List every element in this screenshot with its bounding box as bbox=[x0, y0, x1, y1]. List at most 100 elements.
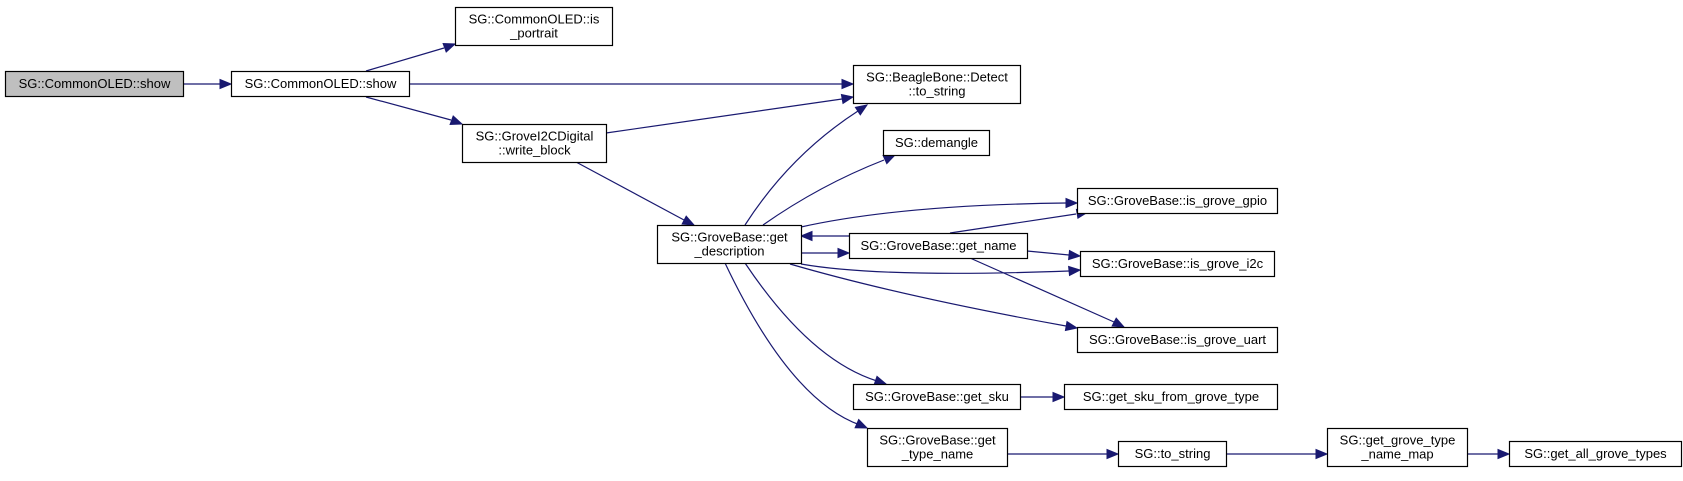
nodes-layer: SG::CommonOLED::show SG::CommonOLED::show… bbox=[4, 6, 1683, 468]
node-to-string[interactable]: SG::to_string bbox=[1117, 440, 1228, 468]
edge-show-to-detect-to-string bbox=[409, 78, 855, 90]
edge-show-to-write-block bbox=[365, 96, 464, 126]
node-label: SG::GroveI2CDigital bbox=[476, 129, 594, 144]
edge-line bbox=[762, 159, 885, 226]
node-label: SG::GroveBase::is_grove_i2c bbox=[1092, 256, 1264, 271]
edge-get-name-to-is-grove-uart bbox=[969, 257, 1126, 328]
node-box[interactable] bbox=[1076, 326, 1279, 354]
arrowhead-icon bbox=[1497, 448, 1511, 460]
node-label: _portrait bbox=[509, 26, 558, 41]
node-box[interactable] bbox=[1063, 383, 1279, 411]
node-box[interactable] bbox=[882, 129, 991, 157]
node-box[interactable] bbox=[1326, 427, 1469, 468]
arrowhead-icon bbox=[442, 42, 457, 53]
edge-line bbox=[365, 96, 452, 121]
arrowhead-icon bbox=[882, 154, 897, 165]
node-get-name[interactable]: SG::GroveBase::get_name bbox=[848, 232, 1029, 260]
node-label: SG::CommonOLED::show bbox=[245, 76, 397, 91]
edge-line bbox=[365, 47, 445, 72]
edge-to-string-to-get-grove-type-name-map bbox=[1226, 448, 1329, 460]
edge-get-sku-to-get-sku-from-grove-type bbox=[1020, 391, 1066, 403]
node-box[interactable] bbox=[454, 6, 614, 47]
node-root[interactable]: SG::CommonOLED::show bbox=[4, 70, 185, 98]
edge-line bbox=[724, 262, 861, 426]
edge-get-type-name-to-to-string bbox=[1007, 448, 1120, 460]
node-get-sku[interactable]: SG::GroveBase::get_sku bbox=[852, 383, 1022, 411]
edge-get-description-to-is-grove-uart bbox=[789, 263, 1079, 332]
edge-get-name-to-is-grove-gpio bbox=[949, 208, 1090, 234]
node-box[interactable] bbox=[1117, 440, 1228, 468]
edge-get-description-to-get-type-name bbox=[724, 262, 869, 429]
node-get-description[interactable]: SG::GroveBase::get_description bbox=[656, 224, 803, 265]
node-label: SG::GroveBase::get_name bbox=[860, 238, 1016, 253]
node-label: _description bbox=[693, 244, 764, 259]
edge-line bbox=[744, 110, 859, 226]
node-box[interactable] bbox=[1076, 187, 1279, 215]
edge-line bbox=[949, 213, 1077, 234]
arrowhead-icon bbox=[1315, 448, 1329, 460]
edge-line bbox=[605, 98, 843, 134]
node-box[interactable] bbox=[848, 232, 1029, 260]
edge-get-description-to-detect-to-string bbox=[744, 104, 869, 226]
arrowhead-icon bbox=[1068, 265, 1082, 277]
node-label: ::to_string bbox=[908, 84, 965, 99]
node-label: SG::CommonOLED::show bbox=[19, 76, 171, 91]
edge-get-description-to-get-name bbox=[801, 247, 851, 259]
node-box[interactable] bbox=[4, 70, 185, 98]
node-is-grove-uart[interactable]: SG::GroveBase::is_grove_uart bbox=[1076, 326, 1279, 354]
arrowhead-icon bbox=[219, 78, 233, 90]
edge-line bbox=[575, 161, 685, 221]
edge-show-to-is-portrait bbox=[365, 42, 457, 72]
node-write-block[interactable]: SG::GroveI2CDigital::write_block bbox=[461, 123, 608, 164]
arrowhead-icon bbox=[1052, 391, 1066, 403]
node-label: SG::get_sku_from_grove_type bbox=[1083, 389, 1259, 404]
node-box[interactable] bbox=[230, 70, 411, 98]
edge-line bbox=[744, 262, 878, 382]
arrowhead-icon bbox=[449, 115, 464, 126]
node-box[interactable] bbox=[866, 427, 1009, 468]
edge-line bbox=[789, 263, 1067, 327]
edge-get-name-to-get-description bbox=[799, 230, 849, 242]
edge-line bbox=[969, 257, 1115, 323]
arrowhead-icon bbox=[854, 418, 869, 429]
node-box[interactable] bbox=[1079, 250, 1276, 278]
node-show[interactable]: SG::CommonOLED::show bbox=[230, 70, 411, 98]
node-box[interactable] bbox=[461, 123, 608, 164]
edge-line bbox=[800, 202, 1067, 228]
node-get-all-grove-types[interactable]: SG::get_all_grove_types bbox=[1508, 440, 1683, 468]
node-is-grove-gpio[interactable]: SG::GroveBase::is_grove_gpio bbox=[1076, 187, 1279, 215]
node-label: SG::GroveBase::get bbox=[879, 433, 996, 448]
node-box[interactable] bbox=[1508, 440, 1683, 468]
arrowhead-icon bbox=[1065, 197, 1079, 209]
node-label: _name_map bbox=[1360, 447, 1433, 462]
node-box[interactable] bbox=[852, 64, 1022, 105]
edge-get-grove-type-name-map-to-get-all-grove-types bbox=[1467, 448, 1511, 460]
node-get-type-name[interactable]: SG::GroveBase::get_type_name bbox=[866, 427, 1009, 468]
arrowhead-icon bbox=[1106, 448, 1120, 460]
node-box[interactable] bbox=[852, 383, 1022, 411]
edge-line bbox=[1026, 250, 1070, 256]
edges-layer bbox=[183, 42, 1511, 460]
node-get-sku-from-grove-type[interactable]: SG::get_sku_from_grove_type bbox=[1063, 383, 1279, 411]
node-is-grove-i2c[interactable]: SG::GroveBase::is_grove_i2c bbox=[1079, 250, 1276, 278]
edge-get-description-to-is-grove-gpio bbox=[800, 197, 1079, 228]
node-is-portrait[interactable]: SG::CommonOLED::is_portrait bbox=[454, 6, 614, 47]
edge-root-to-show bbox=[183, 78, 233, 90]
edge-write-block-to-detect-to-string bbox=[605, 93, 855, 134]
node-demangle[interactable]: SG::demangle bbox=[882, 129, 991, 157]
edge-get-name-to-is-grove-i2c bbox=[1026, 249, 1082, 261]
arrowhead-icon bbox=[837, 247, 851, 259]
node-detect-to-string[interactable]: SG::BeagleBone::Detect::to_string bbox=[852, 64, 1022, 105]
arrowhead-icon bbox=[1068, 249, 1082, 261]
arrowhead-icon bbox=[1064, 320, 1079, 332]
arrowhead-icon bbox=[799, 230, 813, 242]
arrowhead-icon bbox=[681, 215, 696, 226]
node-get-grove-type-name-map[interactable]: SG::get_grove_type_name_map bbox=[1326, 427, 1469, 468]
node-label: SG::GroveBase::is_grove_uart bbox=[1089, 332, 1266, 347]
arrowhead-icon bbox=[854, 104, 869, 116]
node-label: SG::get_grove_type bbox=[1340, 433, 1456, 448]
node-label: _type_name bbox=[901, 447, 974, 462]
node-label: SG::GroveBase::get_sku bbox=[865, 389, 1009, 404]
node-box[interactable] bbox=[656, 224, 803, 265]
